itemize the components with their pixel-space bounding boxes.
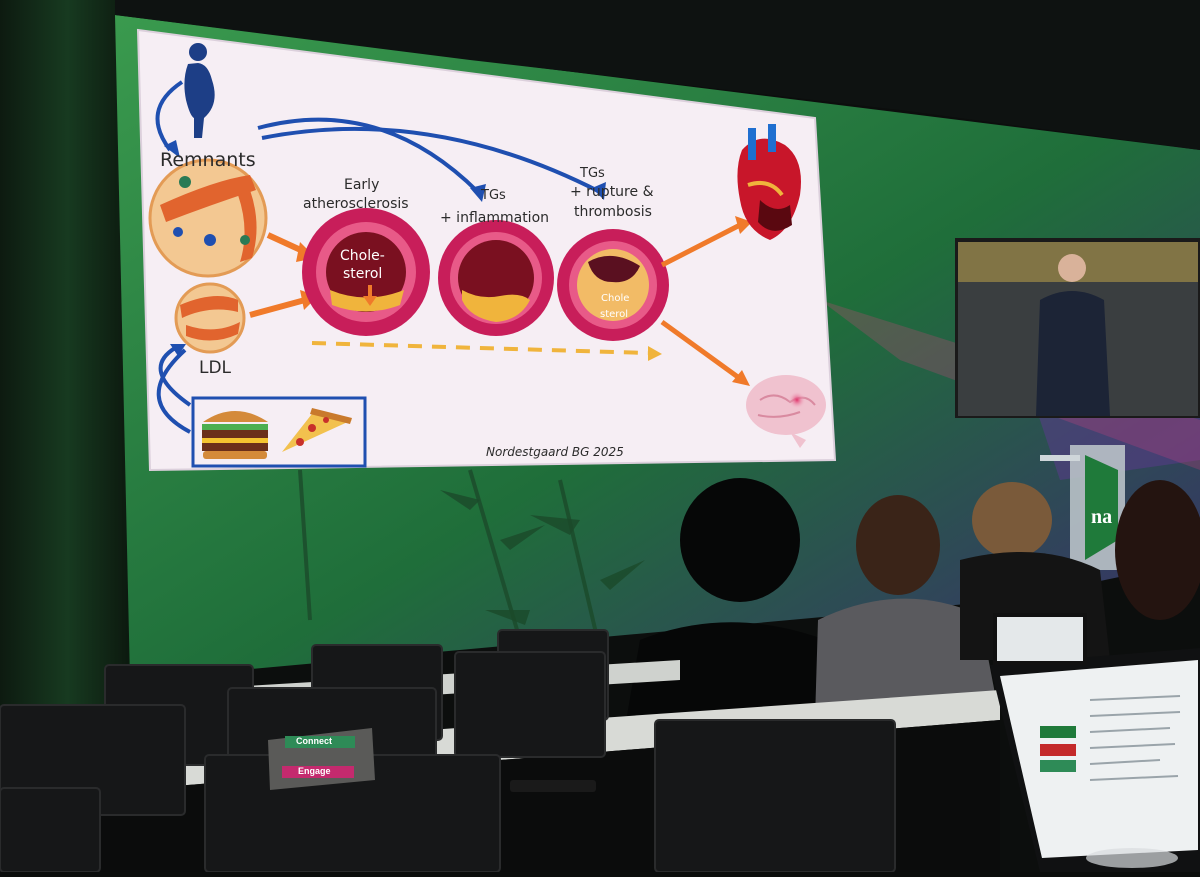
burger-icon: [202, 411, 268, 459]
label-remnants: Remnants: [160, 149, 256, 171]
label-tgs-2: TGs: [579, 166, 605, 181]
label-sterol-2: sterol: [600, 309, 628, 320]
label-atherosclerosis: atherosclerosis: [303, 196, 409, 212]
label-chole-1: Chole-: [340, 248, 385, 264]
heart-icon: [737, 124, 801, 240]
label-early: Early: [344, 177, 379, 193]
food-box: [191, 396, 367, 468]
laptop-2: [993, 613, 1087, 665]
label-inflammation: + inflammation: [440, 210, 549, 226]
speaker-on-video: [1036, 254, 1110, 416]
ldl-particle-icon: [174, 282, 246, 354]
remnant-particle-icon: [148, 158, 268, 278]
artery-early-icon: [302, 208, 430, 336]
arrow-to-ldl: [158, 346, 192, 407]
table-sign-line1: Connect: [296, 736, 332, 746]
pizza-icon: [282, 408, 352, 452]
stage-logo: na: [1091, 506, 1113, 528]
label-chole-2: Chole: [601, 293, 629, 304]
artery-rupture-icon: [557, 229, 669, 341]
label-sterol-1: sterol: [343, 266, 382, 282]
audience-member-2: [815, 495, 1000, 720]
label-ldl: LDL: [199, 358, 232, 378]
person-icon: [184, 43, 215, 138]
slide-citation: Nordestgaard BG 2025: [486, 445, 624, 459]
label-rupture: + rupture &: [570, 184, 654, 200]
label-tgs-1: TGs: [480, 188, 506, 203]
label-thrombosis: thrombosis: [574, 204, 652, 220]
cup: [1086, 848, 1178, 868]
curtain: [0, 0, 135, 720]
table-sign-line2: Engage: [298, 766, 331, 776]
artery-inflammation-icon: [438, 220, 554, 336]
brain-icon: [746, 375, 826, 448]
dashed-arrow: [311, 341, 649, 355]
phone: [510, 780, 596, 792]
arrow-to-remnants: [155, 80, 184, 152]
